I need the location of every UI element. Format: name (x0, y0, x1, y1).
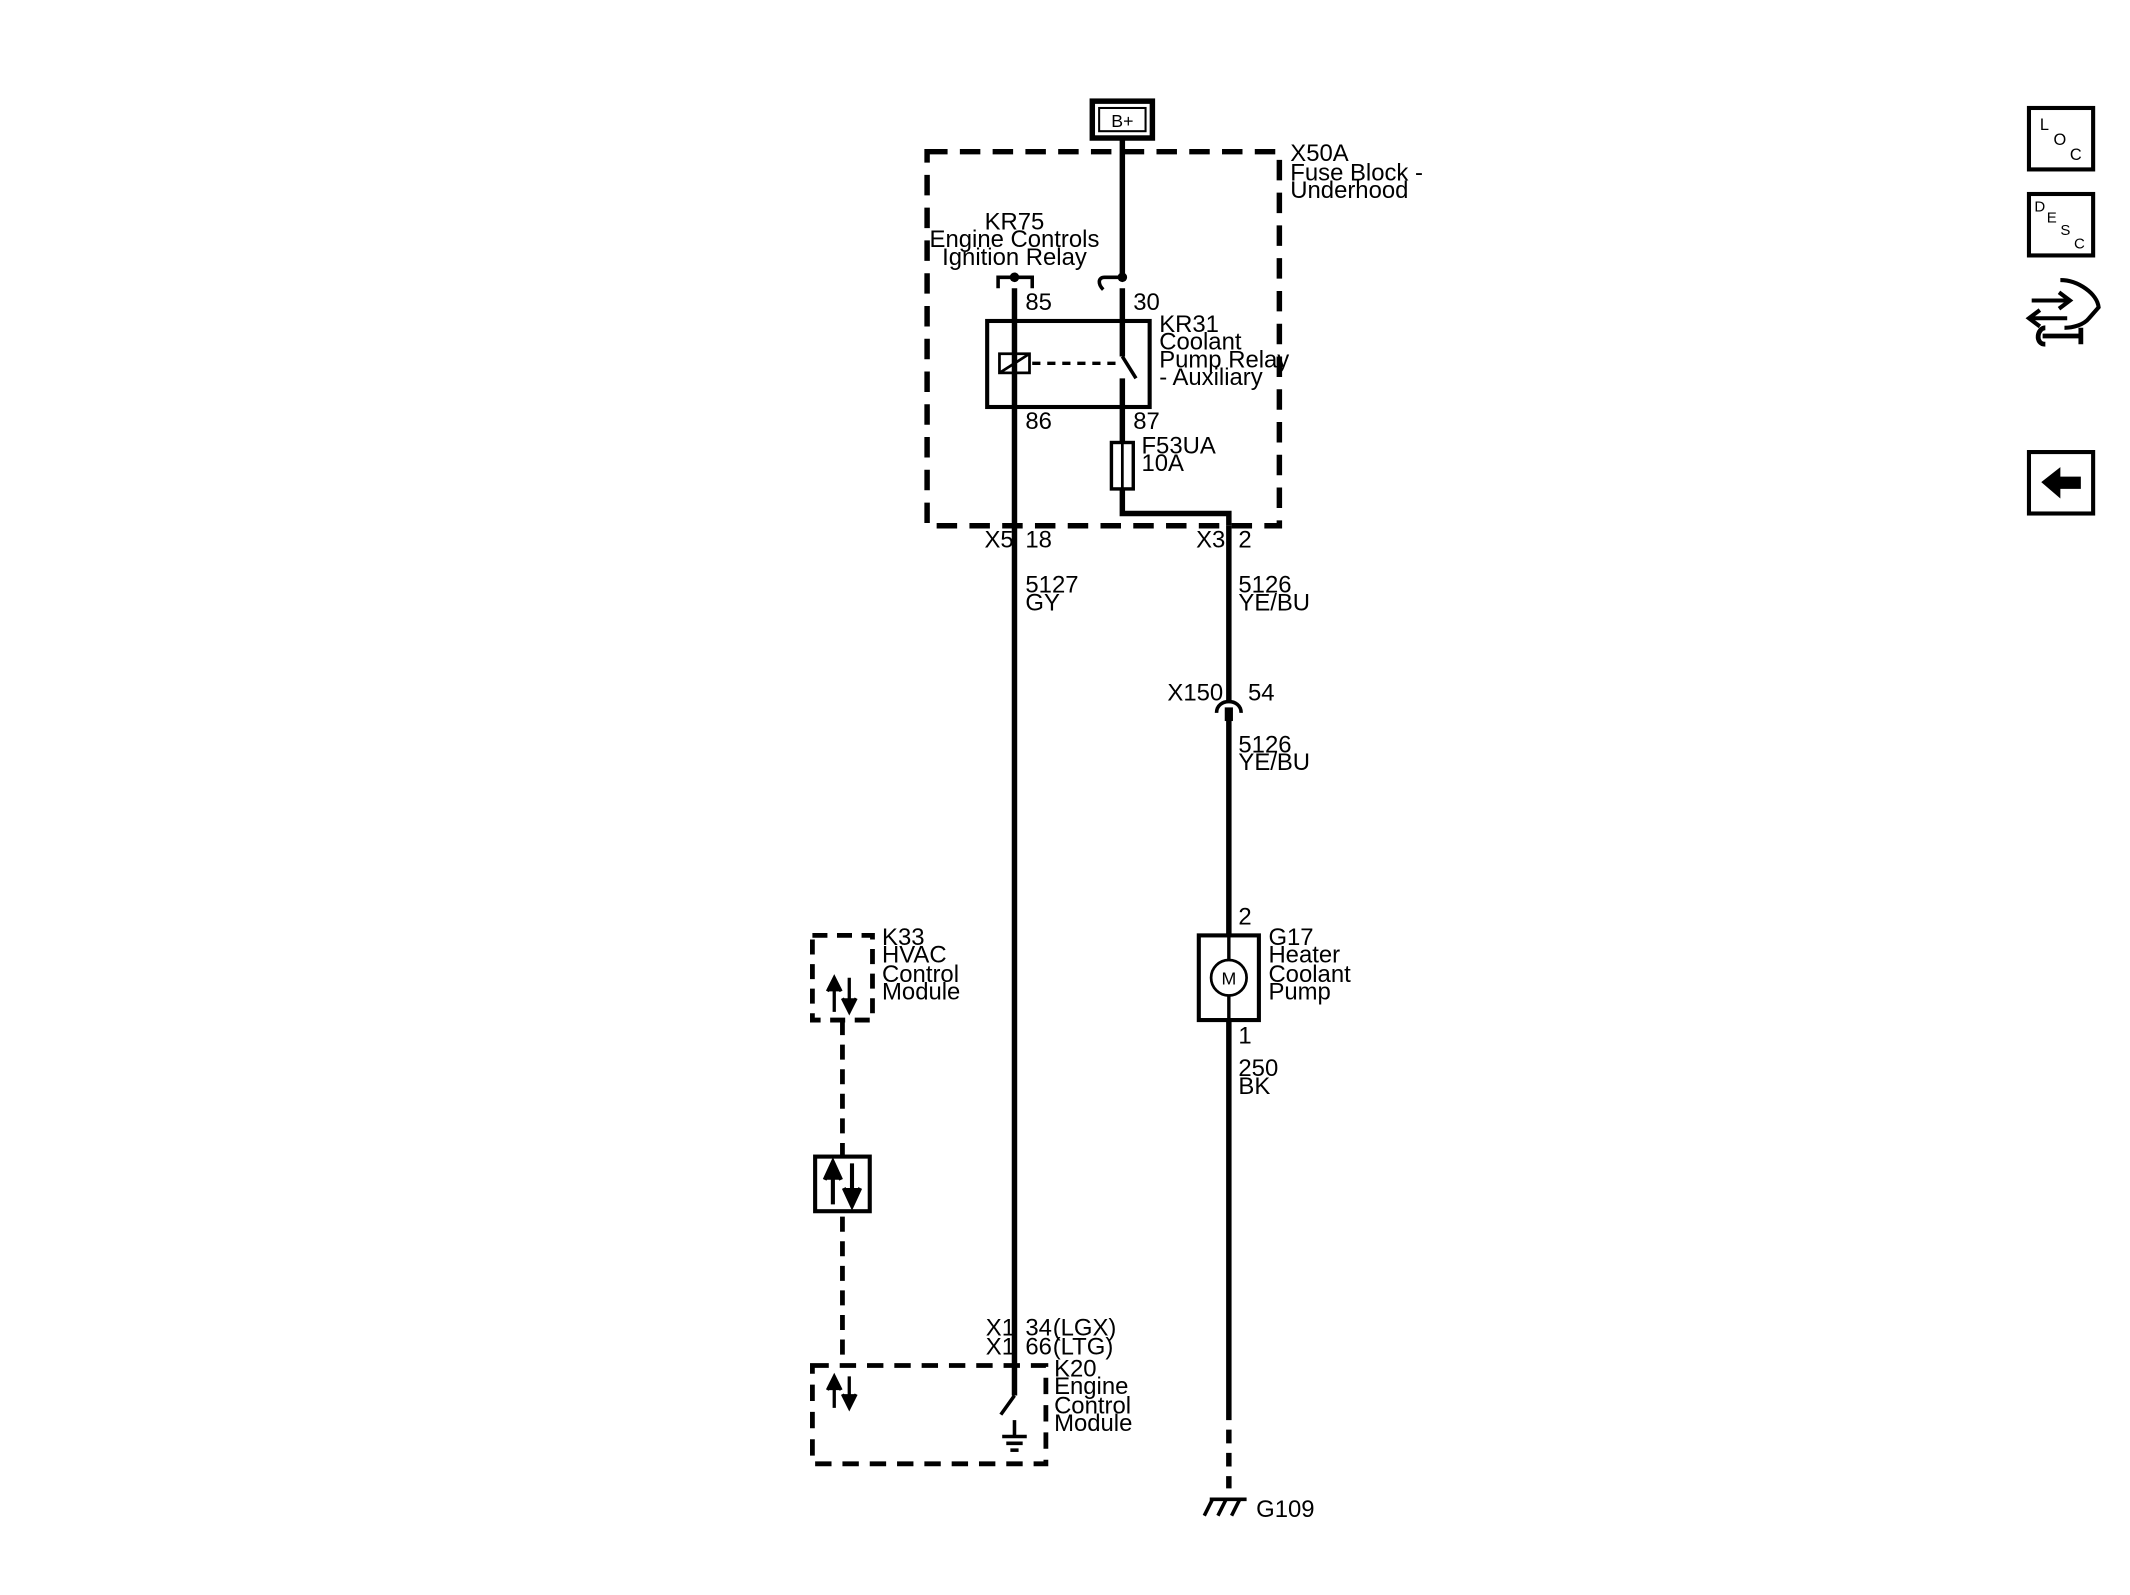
pin-30-symbol (1097, 275, 1123, 291)
module-k20-line3: Module (1054, 1410, 1132, 1437)
fuse-block-id: X50A (1290, 140, 1348, 167)
relay-kr75-line2: Ignition Relay (942, 244, 1087, 271)
connector-k20-b-variant: (LTG) (1053, 1334, 1114, 1361)
fuse-block-name-1: Fuse Block - (1290, 159, 1423, 186)
pump-line3: Pump (1268, 979, 1330, 1006)
pin-30: 30 (1133, 289, 1160, 316)
fuse-output-wire (1119, 488, 1232, 526)
connector-x150-pin: 54 (1248, 680, 1275, 707)
relay-switch-contact (1120, 355, 1138, 380)
fuse-block-outline (924, 148, 1283, 529)
module-k33-line1: HVAC (882, 942, 947, 969)
module-k20-outline (810, 1363, 1049, 1467)
fuse-block-name-2: Underhood (1290, 177, 1408, 204)
splice-dot-85 (1009, 272, 1020, 283)
pin-86: 86 (1025, 408, 1052, 435)
relay-kr31-line1: Coolant (1159, 329, 1242, 356)
connector-k20-a-variant: (LGX) (1053, 1314, 1117, 1341)
ground-g109-id: G109 (1256, 1496, 1314, 1523)
relay-kr31 (985, 318, 1152, 410)
wire-5126-bottom-color: YE/BU (1238, 749, 1310, 776)
pump-pin-1: 1 (1238, 1022, 1251, 1049)
wire-5127-circuit: 5127 (1025, 572, 1078, 599)
wire-5127-color: GY (1025, 589, 1060, 616)
connector-x3-pin: 2 (1238, 527, 1251, 554)
relay-kr31-line2: Pump Relay (1159, 346, 1289, 373)
motor-symbol: M (1221, 969, 1236, 989)
data-link-icon (825, 974, 858, 1016)
module-k33-line3: Module (882, 979, 960, 1006)
description-letter-c: C (2074, 236, 2085, 253)
data-link-icon (822, 1157, 863, 1211)
connector-k20-b-name: X1 (986, 1334, 1015, 1361)
connector-k20-b-pin: 66 (1025, 1334, 1052, 1361)
module-k33-id: K33 (882, 924, 924, 951)
connector-x5-name: X5 (984, 527, 1013, 554)
location-letter-c: C (2070, 146, 2082, 164)
diagnostic-arrows-wrench-icon (2025, 277, 2101, 347)
ground-g109 (1202, 1497, 1247, 1517)
description-button[interactable]: D E S C (2026, 191, 2096, 258)
connector-x150-pin-block (1224, 707, 1233, 722)
pin-85: 85 (1025, 289, 1052, 316)
connector-x3-name: X3 (1196, 527, 1225, 554)
wire-250-color: BK (1238, 1073, 1270, 1100)
connector-x150 (1214, 699, 1243, 714)
module-k20-id: K20 (1054, 1355, 1096, 1382)
serial-data-box (813, 1154, 872, 1214)
relay-kr75-id: KR75 (985, 209, 1045, 236)
connector-k20-a-pin: 34 (1025, 1314, 1052, 1341)
relay-kr75-line1: Engine Controls (930, 226, 1100, 253)
module-k20-line2: Control (1054, 1392, 1131, 1419)
location-letter-o: O (2054, 131, 2067, 149)
module-k20-line1: Engine (1054, 1373, 1128, 1400)
back-button[interactable] (2026, 450, 2096, 516)
wire-5126-bottom-circuit: 5126 (1238, 731, 1291, 758)
back-arrow-icon (2041, 467, 2081, 499)
wire-250-circuit: 250 (1238, 1055, 1278, 1082)
relay-kr31-line3: - Auxiliary (1159, 364, 1263, 391)
description-letter-s: S (2060, 222, 2070, 239)
wire-5126-top-circuit: 5126 (1238, 572, 1291, 599)
location-view-button[interactable]: L O C (2026, 105, 2096, 172)
pump-id: G17 (1268, 924, 1313, 951)
description-letter-e: E (2047, 210, 2057, 227)
connector-x5-pin: 18 (1025, 527, 1052, 554)
description-letter-d: D (2034, 199, 2045, 216)
ecm-low-side-driver (999, 1394, 1027, 1452)
wire-5126-top-color: YE/BU (1238, 589, 1310, 616)
pump-pin-2: 2 (1238, 903, 1251, 930)
connector-x150-name: X150 (1167, 680, 1223, 707)
module-k33-outline (810, 933, 875, 1023)
module-k33-line2: Control (882, 961, 959, 988)
battery-positive: B+ (1089, 98, 1156, 141)
pump-line1: Heater (1268, 942, 1340, 969)
relay-kr31-id: KR31 (1159, 311, 1219, 338)
data-link-icon (825, 1372, 858, 1412)
battery-positive-label: B+ (1111, 111, 1133, 131)
pin-87: 87 (1133, 408, 1160, 435)
pump-line2: Coolant (1268, 961, 1351, 988)
location-letter-l: L (2040, 116, 2049, 134)
connector-k20-a-name: X1 (986, 1314, 1015, 1341)
diagnostic-repair-button[interactable] (2025, 277, 2101, 347)
fuse-f53ua-rating: 10A (1141, 450, 1184, 477)
fuse-f53ua-id: F53UA (1141, 432, 1215, 459)
